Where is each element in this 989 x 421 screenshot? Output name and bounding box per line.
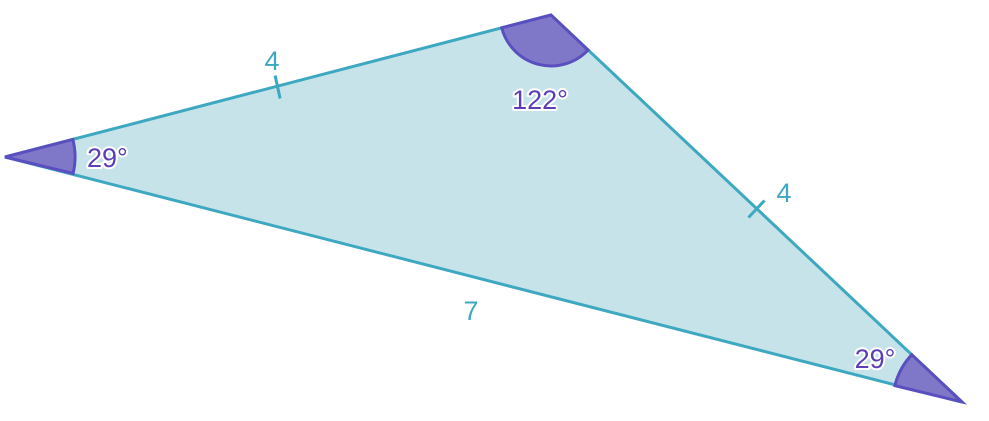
tick-mark-top-left bbox=[273, 75, 282, 99]
angle-label-left: 29° bbox=[87, 143, 128, 173]
angle-label-bottom-right: 29° bbox=[855, 344, 896, 374]
side-label-bottom: 7 bbox=[463, 296, 478, 326]
tick-mark-right bbox=[747, 199, 766, 219]
angle-marker-bottom-right bbox=[893, 352, 968, 405]
side-label-right: 4 bbox=[776, 178, 791, 208]
triangle-body bbox=[4, 13, 964, 404]
angle-marker-left bbox=[4, 137, 77, 176]
angle-label-top: 122° bbox=[512, 85, 568, 115]
side-label-top-left: 4 bbox=[264, 46, 279, 76]
angle-marker-top bbox=[499, 13, 591, 68]
